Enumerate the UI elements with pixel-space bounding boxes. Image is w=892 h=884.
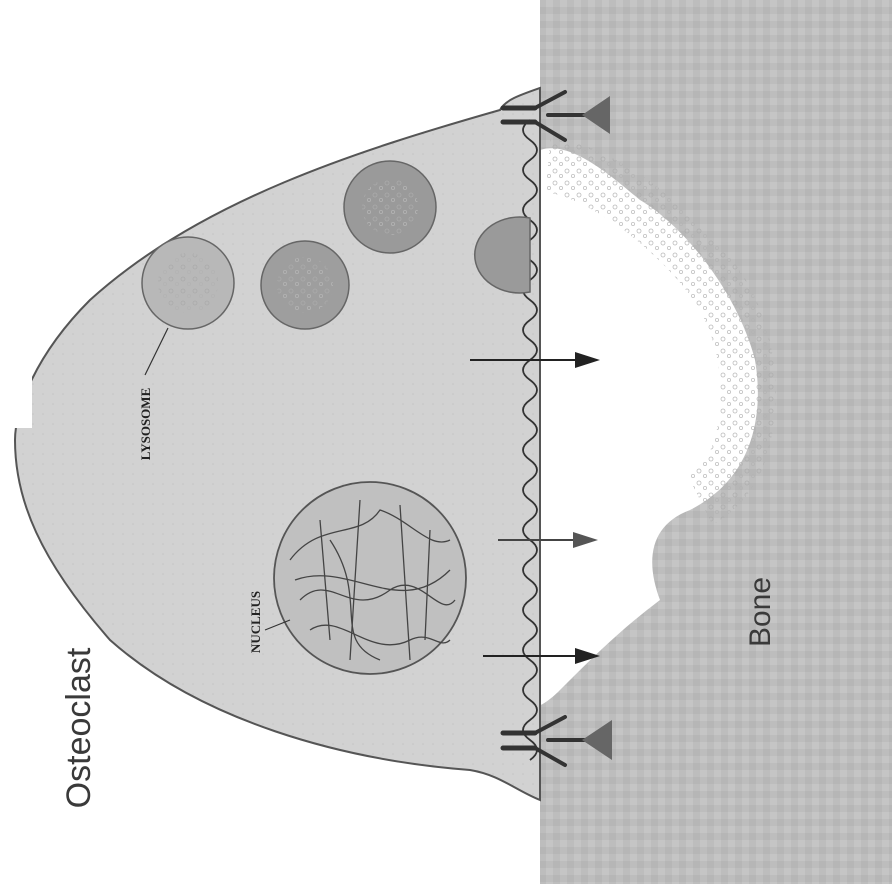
lysosome-2 — [261, 241, 349, 329]
lysosome-3 — [344, 161, 436, 253]
label-bone: Bone — [744, 577, 777, 647]
nucleus — [274, 482, 466, 674]
membrane-gap — [8, 372, 32, 428]
label-osteoclast: Osteoclast — [60, 647, 98, 808]
label-nucleus: NUCLEUS — [248, 591, 263, 653]
lysosome-1 — [142, 237, 234, 329]
label-lysosome: LYSOSOME — [138, 388, 153, 461]
